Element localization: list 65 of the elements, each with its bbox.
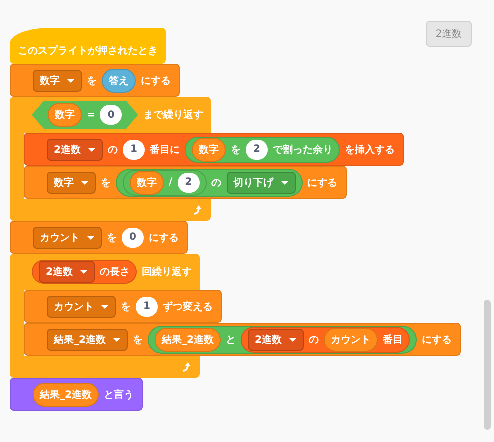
block-label: を挿入する: [344, 144, 395, 156]
loop-block: [10, 254, 200, 290]
block-label: ずつ変える: [163, 300, 213, 314]
dropdown-menu: 2進数: [39, 261, 95, 283]
block-label: を: [107, 232, 117, 244]
block-label: を: [87, 74, 97, 88]
reporter-block: 答え: [102, 68, 136, 92]
dropdown-menu: 数字: [47, 172, 96, 194]
reporter-block: 結果_2進数: [154, 328, 221, 352]
command-block: [10, 378, 143, 411]
block-label: で割った余り: [272, 144, 333, 156]
reporter-block: 結果_2進数: [33, 382, 99, 406]
number-input: 1: [122, 140, 145, 160]
dropdown-menu: 2進数: [248, 328, 304, 350]
block-label: を: [121, 300, 131, 314]
block-label: にする: [141, 74, 171, 88]
dropdown-menu: 切り下げ: [226, 172, 296, 194]
block-label: 番目に: [150, 144, 180, 156]
block-label: の: [108, 144, 118, 156]
command-block: [24, 166, 347, 199]
block-label: の: [212, 176, 222, 190]
block-label: を: [230, 144, 241, 156]
command-block: [10, 64, 180, 97]
block-label: /: [169, 177, 173, 188]
dropdown-menu: カウント: [33, 226, 102, 248]
hat-block: [10, 28, 166, 64]
reporter-block: [123, 170, 207, 196]
command-block: [10, 221, 188, 254]
command-block: [24, 290, 222, 323]
dropdown-menu: 結果_2進数: [47, 328, 128, 350]
command-block: [24, 323, 461, 356]
dropdown-menu: カウント: [47, 296, 116, 318]
number-input: 0: [100, 105, 122, 125]
number-input: 1: [136, 296, 158, 316]
command-block: [24, 133, 404, 166]
stage-button: 2進数: [426, 21, 472, 47]
reporter-block: [32, 260, 137, 284]
reporter-block: 数字: [48, 103, 82, 127]
block-label: =: [87, 110, 96, 120]
block-label: にする: [308, 176, 338, 190]
block-label: と: [226, 334, 236, 346]
block-label: と言う: [104, 388, 134, 402]
number-input: 0: [122, 228, 144, 248]
block-label: このスプライトが押されたとき: [18, 44, 158, 58]
reporter-block: [116, 168, 303, 196]
block-label: 番目: [382, 334, 403, 346]
block-label: まで繰り返す: [143, 108, 204, 122]
block-label: の長さ: [100, 266, 130, 279]
reporter-block: カウント: [324, 328, 378, 352]
block-label: を: [101, 176, 111, 190]
dropdown-menu: 2進数: [47, 138, 103, 160]
number-input: 2: [178, 172, 200, 192]
reporter-block: [184, 136, 340, 162]
block-label: にする: [149, 232, 179, 244]
reporter-block: [240, 326, 410, 352]
block-label: 回繰り返す: [142, 266, 192, 279]
number-input: 2: [246, 140, 268, 160]
block-label: を: [132, 334, 143, 346]
block-label: の: [308, 334, 319, 346]
reporter-block: 数字: [192, 138, 226, 162]
reporter-block: [148, 326, 417, 354]
loop-block: [10, 97, 212, 133]
block-label: にする: [422, 334, 452, 346]
dropdown-menu: 数字: [33, 70, 82, 92]
reporter-block: 数字: [130, 170, 164, 194]
